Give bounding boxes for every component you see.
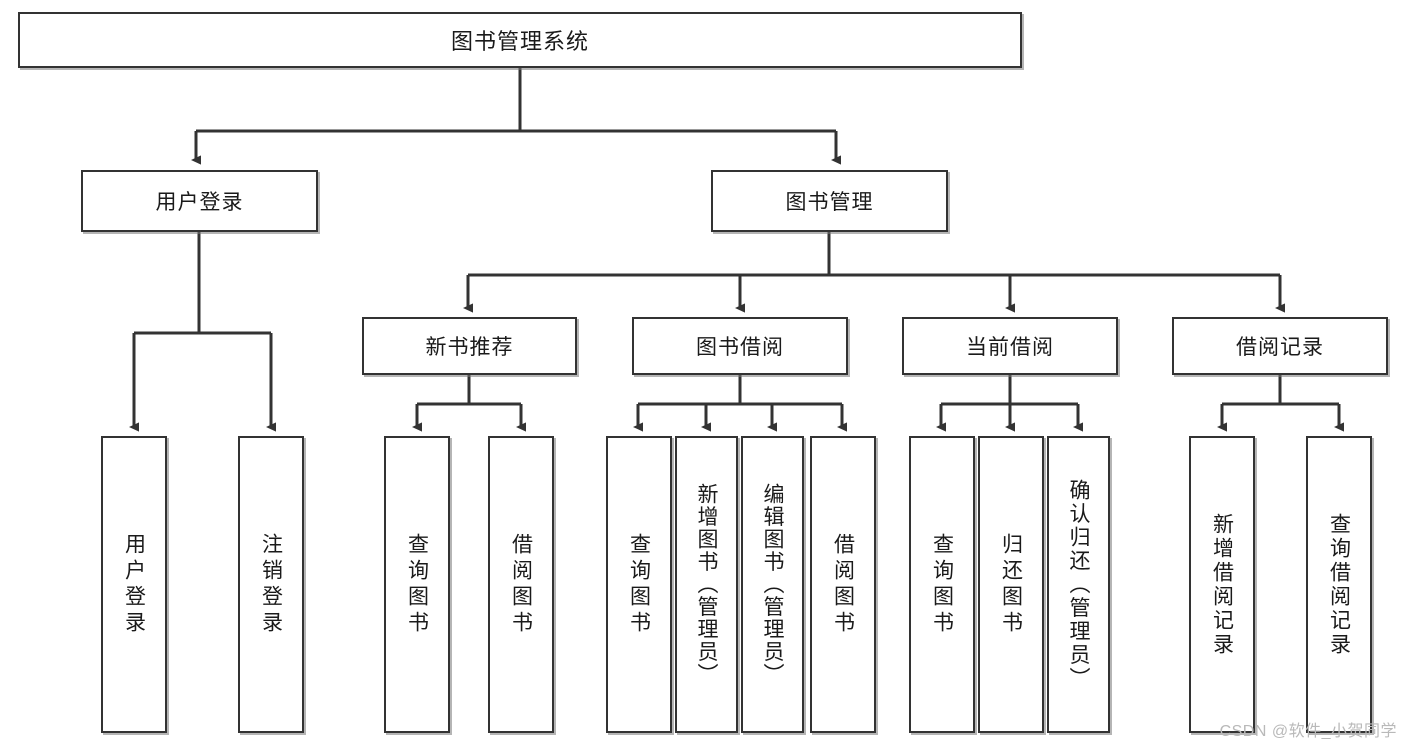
node-leaf-query-record-label: 查询借阅记录: [1327, 512, 1351, 657]
node-leaf-borrow-book-2-label: 借阅图书: [831, 532, 855, 637]
node-borrow-record-label: 借阅记录: [1236, 336, 1324, 359]
node-leaf-return-book-label: 归还图书: [999, 532, 1023, 637]
node-book-borrow[interactable]: 图书借阅: [632, 317, 848, 375]
node-book-borrow-label: 图书借阅: [696, 336, 784, 359]
node-leaf-borrow-book-1-label: 借阅图书: [509, 532, 533, 637]
node-leaf-add-book-label: 新增图书（管理员）: [695, 483, 718, 686]
node-user-login[interactable]: 用户登录: [81, 170, 318, 232]
node-leaf-user-login[interactable]: 用户登录: [101, 436, 167, 733]
node-leaf-borrow-book-1[interactable]: 借阅图书: [488, 436, 554, 733]
node-leaf-query-book-1-label: 查询图书: [405, 532, 429, 637]
node-leaf-user-logout[interactable]: 注销登录: [238, 436, 304, 733]
csdn-watermark: CSDN @软件_小贺同学: [1219, 723, 1397, 740]
node-book-manage[interactable]: 图书管理: [711, 170, 948, 232]
node-book-manage-label: 图书管理: [785, 191, 874, 214]
node-user-login-label: 用户登录: [155, 191, 244, 214]
node-leaf-user-login-label: 用户登录: [122, 532, 146, 637]
node-new-book-recommend-label: 新书推荐: [425, 336, 514, 359]
node-current-borrow[interactable]: 当前借阅: [902, 317, 1118, 375]
node-leaf-query-book-3[interactable]: 查询图书: [909, 436, 975, 733]
node-leaf-add-book[interactable]: 新增图书（管理员）: [675, 436, 738, 733]
node-new-book-recommend[interactable]: 新书推荐: [362, 317, 577, 375]
node-leaf-query-book-2-label: 查询图书: [627, 532, 651, 637]
node-current-borrow-label: 当前借阅: [966, 336, 1054, 359]
node-leaf-user-logout-label: 注销登录: [259, 532, 283, 637]
node-root-label: 图书管理系统: [450, 29, 589, 54]
node-root[interactable]: 图书管理系统: [18, 12, 1022, 68]
node-leaf-add-record-label: 新增借阅记录: [1210, 512, 1234, 657]
node-leaf-query-book-2[interactable]: 查询图书: [606, 436, 672, 733]
node-leaf-confirm-return[interactable]: 确认归还（管理员）: [1047, 436, 1110, 733]
node-leaf-query-book-3-label: 查询图书: [930, 532, 954, 637]
node-leaf-query-record[interactable]: 查询借阅记录: [1306, 436, 1372, 733]
node-leaf-confirm-return-label: 确认归还（管理员）: [1067, 478, 1090, 691]
node-leaf-query-book-1[interactable]: 查询图书: [384, 436, 450, 733]
node-leaf-edit-book-label: 编辑图书（管理员）: [761, 483, 784, 686]
node-borrow-record[interactable]: 借阅记录: [1172, 317, 1388, 375]
node-leaf-borrow-book-2[interactable]: 借阅图书: [810, 436, 876, 733]
node-leaf-return-book[interactable]: 归还图书: [978, 436, 1044, 733]
node-leaf-edit-book[interactable]: 编辑图书（管理员）: [741, 436, 804, 733]
node-leaf-add-record[interactable]: 新增借阅记录: [1189, 436, 1255, 733]
